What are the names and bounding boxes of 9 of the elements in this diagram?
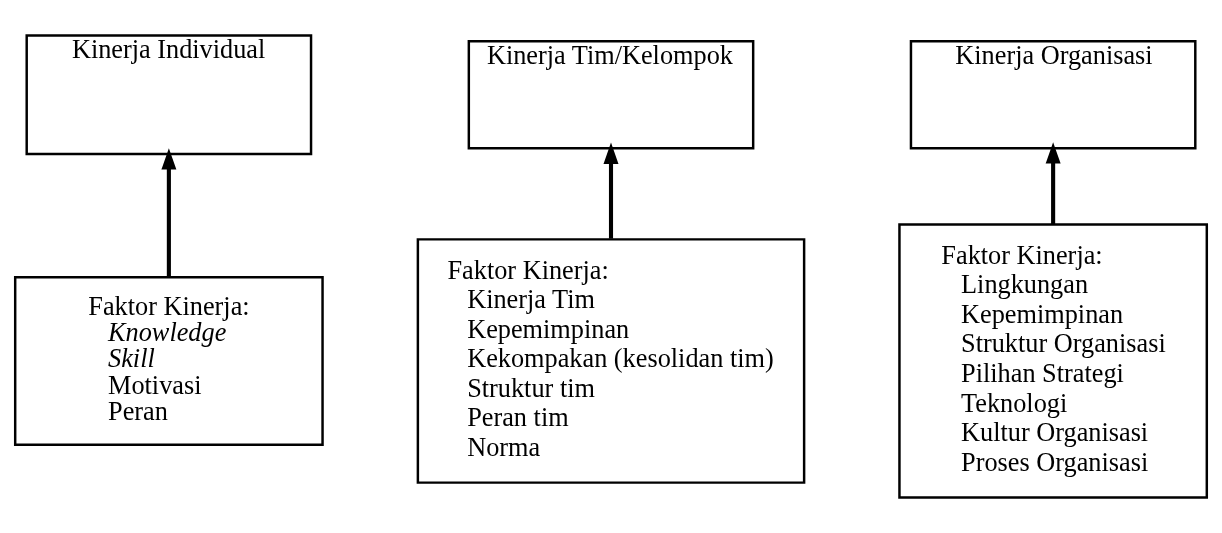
node-box: Kinerja Organisasi xyxy=(909,40,1197,150)
node-box: Kinerja Tim/Kelompok xyxy=(467,40,755,150)
arrow xyxy=(161,148,177,277)
arrow xyxy=(603,142,619,239)
node-box: Faktor Kinerja: Knowledge Skill Motivasi Peran xyxy=(13,275,324,447)
arrow xyxy=(1045,142,1061,225)
node-box: Faktor Kinerja: Lingkungan Kepemimpinan Struktur Organisasi Pilihan Strategi Teknologi Kultur Organisasi Proses Organisasi xyxy=(898,223,1209,499)
node-box: Faktor Kinerja: Kinerja Tim Kepemimpinan Kekompakan (kesolidan tim) Struktur tim Peran tim Norma xyxy=(416,238,806,484)
node-box: Kinerja Individual xyxy=(25,34,313,156)
